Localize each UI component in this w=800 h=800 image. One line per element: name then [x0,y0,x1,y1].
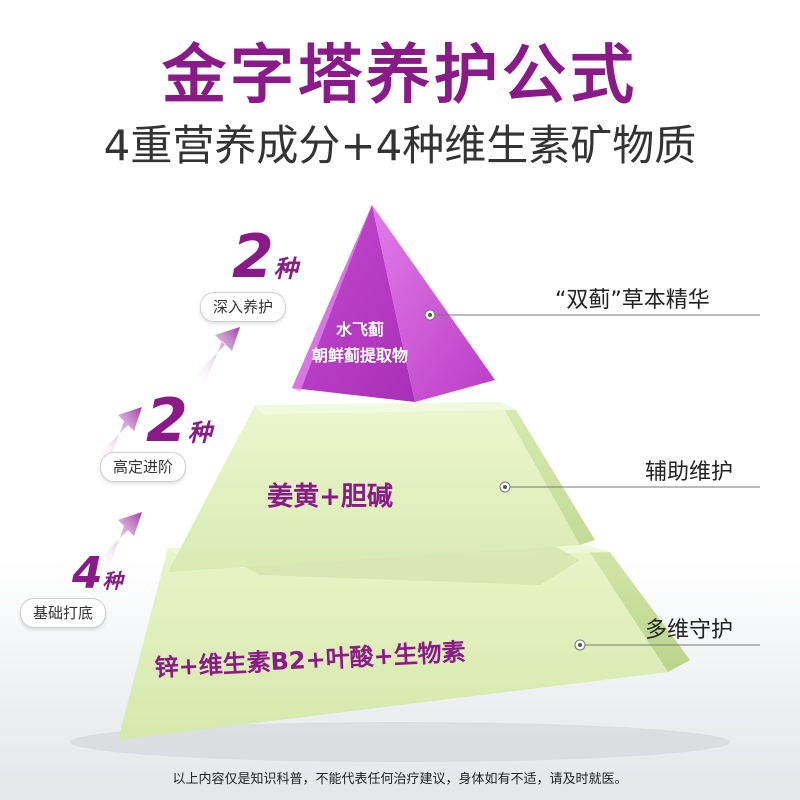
layer-top-content-2: 朝鲜蓟提取物 [311,346,408,365]
connector-middle [499,481,760,493]
side-label-top: “双蓟”草本精华 [555,288,710,313]
stage-chip-deep-care: 深入养护 [200,292,287,322]
layer-top-count-unit: 种 [273,255,298,283]
layer-middle-count-number: 2 [146,386,188,456]
footer-disclaimer: 以上内容仅是知识科普，不能代表任何治疗建议，身体如有不适，请及时就医。 [172,772,628,787]
layer-top-content-1: 水飞蓟 [335,320,384,339]
layer-middle-content: 姜黄+胆碱 [267,482,393,512]
up-arrow-middle [98,407,142,465]
stage-chip-advanced: 高定进阶 [100,452,187,482]
pyramid-middle-tier [168,402,595,572]
pyramid-top-tier [292,205,495,402]
layer-middle-count: 2种 [146,386,212,456]
layer-bottom-count-unit: 种 [102,569,123,593]
connector-bottom [574,639,760,651]
layer-top-count-number: 2 [232,222,274,292]
layer-bottom-count-number: 4 [72,548,103,599]
layer-middle-count-unit: 种 [187,419,212,447]
up-arrow-bottom [98,512,142,570]
connector-top [424,309,760,321]
layer-top-count: 2种 [232,222,298,292]
page-subtitle: 4重营养成分+4种维生素矿物质 [103,121,697,170]
pyramid-shadow [70,722,730,762]
stage-chip-foundation: 基础打底 [20,598,107,628]
page-title: 金字塔养护公式 [162,39,638,113]
up-arrow-top [195,327,240,385]
side-label-bottom: 多维守护 [645,618,734,643]
side-label-middle: 辅助维护 [645,460,734,485]
layer-bottom-count: 4种 [72,548,123,599]
